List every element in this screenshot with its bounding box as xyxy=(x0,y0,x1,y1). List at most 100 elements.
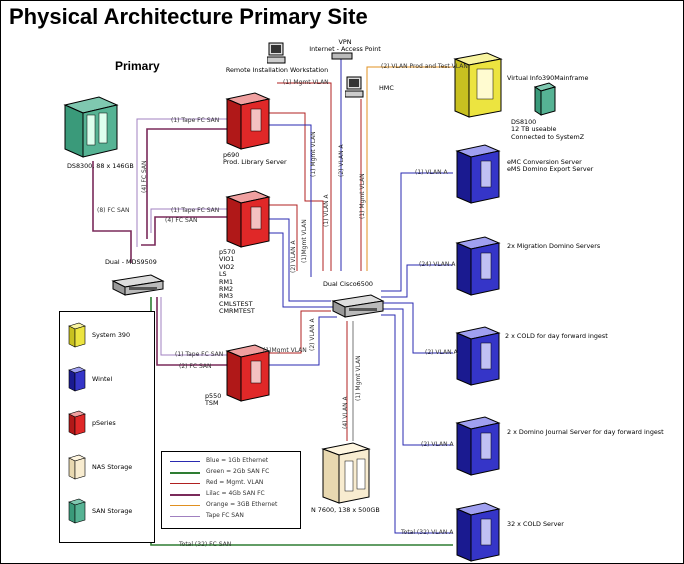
link-label: (4) FC SAN xyxy=(165,217,198,224)
link-remote-mgmt xyxy=(277,82,332,271)
link-label: (1) VLAN A xyxy=(415,169,448,176)
link-journal xyxy=(381,308,453,446)
link-label: (24) VLAN A xyxy=(419,261,456,268)
emc-server-label: eMC Conversion Server eMS Domino Export … xyxy=(507,158,594,174)
wintel-server-icon xyxy=(455,416,501,476)
link-label: (1) Tape FC SAN xyxy=(171,207,220,214)
link-label: (1) Mgmt VLAN xyxy=(310,131,317,177)
link-label: (1) Mgmt VLAN xyxy=(355,355,362,401)
link-p550-tape xyxy=(160,297,227,356)
link-label: (2) VLAN A xyxy=(290,240,297,273)
legend-label: pSeries xyxy=(92,419,116,427)
wintel-server-icon xyxy=(455,236,501,296)
mainframe-label: Virtual Info390Mainframe xyxy=(507,74,589,82)
legend-label: SAN Storage xyxy=(92,507,133,515)
link-label: (1) VLAN A xyxy=(323,194,330,227)
san-switch-icon xyxy=(111,274,165,296)
link-migration xyxy=(381,264,453,298)
icon-legend: System 390 Wintel pSeries NAS Storage SA… xyxy=(59,311,155,543)
link-label: (4) FC SAN xyxy=(141,160,148,193)
link-p550-mgmt xyxy=(269,310,331,354)
system390-mainframe-icon xyxy=(453,52,503,118)
dual-mds-label: Dual - MDS9509 xyxy=(105,258,157,266)
link-label: (1) Mgmt VLAN xyxy=(359,173,366,219)
hmc-workstation-icon xyxy=(345,76,364,98)
network-switch-icon xyxy=(331,294,385,318)
access-point-icon xyxy=(331,52,353,60)
link-label: (2) VLAN A xyxy=(309,318,316,351)
pseries-server-icon xyxy=(225,344,271,402)
link-p570-vlan xyxy=(269,232,335,308)
workstation-icon xyxy=(267,42,286,64)
p570-label: p570 VIO1 VIO2 LS RM1 RM2 RM3 CMLSTEST C… xyxy=(219,248,255,316)
link-label: Total (32) VLAN A xyxy=(401,529,454,536)
link-ds-fc xyxy=(92,161,132,263)
link-label: (2) FC SAN xyxy=(179,363,212,370)
legend-swatch xyxy=(68,410,86,436)
legend-swatch xyxy=(68,366,86,392)
link-label: (1) Tape FC SAN xyxy=(175,351,224,358)
link-p690-mgmt xyxy=(269,112,324,271)
p550-label: p550 TSM xyxy=(205,392,222,408)
legend-line xyxy=(170,516,200,517)
legend-label: Tape FC SAN xyxy=(206,512,244,519)
link-label: (1) Mgmt VLAN xyxy=(283,79,329,86)
legend-label: NAS Storage xyxy=(92,463,133,471)
diagram-title: Physical Architecture Primary Site xyxy=(9,4,368,29)
san-storage-icon xyxy=(533,82,557,116)
legend-label: Orange = 3GB Ethernet xyxy=(206,501,278,508)
link-label: (1)Mgmt VLAN xyxy=(301,219,308,263)
legend-label: Blue = 1Gb Ethernet xyxy=(206,457,269,464)
legend-line xyxy=(170,483,200,484)
wintel-server-icon xyxy=(455,326,501,386)
wintel-server-icon xyxy=(455,502,501,562)
link-p690-fc xyxy=(146,128,227,239)
link-p690-tape xyxy=(136,118,227,247)
legend-line xyxy=(170,505,200,506)
hmc-label: HMC xyxy=(379,84,394,92)
legend-label: System 390 xyxy=(92,331,131,339)
ds8100-label: DS8100 12 TB useable Connected to System… xyxy=(511,118,585,141)
link-label: (2) VLAN A xyxy=(338,144,345,177)
legend-label: Wintel xyxy=(92,375,113,383)
link-cold-server xyxy=(381,314,453,534)
domino-journal-label: 2 x Domino Journal Server for day forwar… xyxy=(507,428,664,436)
legend-line xyxy=(170,461,200,462)
p690-label: p690 Prod. Library Server xyxy=(223,151,287,167)
cold-ingest-label: 2 x COLD for day forward ingest xyxy=(505,332,608,340)
legend-swatch xyxy=(68,498,86,524)
ds8300-label: DS8300, 88 x 146GB xyxy=(67,162,134,170)
legend-label: Green = 2Gb SAN FC xyxy=(206,468,270,475)
n7600-label: N 7600, 138 x 500GB xyxy=(311,506,380,514)
legend-line xyxy=(170,472,200,474)
legend-label: Red = Mgmt. VLAN xyxy=(206,479,264,486)
legend-swatch xyxy=(68,454,86,480)
link-p570-tape xyxy=(150,208,227,233)
link-p570-fc xyxy=(141,216,227,246)
legend-line xyxy=(170,494,200,496)
link-label: (4) VLAN A xyxy=(342,396,349,429)
remote-workstation-label: Remote Installation Workstation xyxy=(225,66,329,74)
link-label: (8) FC SAN xyxy=(97,207,130,214)
link-p570-vlan-a xyxy=(269,218,331,302)
cold-server-label: 32 x COLD Server xyxy=(507,520,564,528)
legend-swatch xyxy=(68,322,86,348)
legend-label: Lilac = 4Gb SAN FC xyxy=(206,490,265,497)
link-label: (2) VLAN A xyxy=(425,349,458,356)
dual-cisco-label: Dual Cisco6500 xyxy=(323,280,373,288)
vpn-label: VPN Internet - Access Point xyxy=(309,38,381,54)
migration-label: 2x Migration Domino Servers xyxy=(507,242,601,250)
pseries-server-icon xyxy=(225,190,271,248)
nas-storage-icon xyxy=(321,442,371,504)
pseries-server-icon xyxy=(225,92,271,150)
link-label: Total (32) FC SAN xyxy=(179,541,232,548)
link-label: (1) Tape FC SAN xyxy=(171,117,220,124)
primary-label: Primary xyxy=(115,59,160,73)
link-emc xyxy=(381,172,453,292)
link-p550-vlan xyxy=(269,316,337,366)
wintel-server-icon xyxy=(455,144,501,204)
link-mainframe xyxy=(366,66,453,271)
link-label: (2) VLAN A xyxy=(421,441,454,448)
